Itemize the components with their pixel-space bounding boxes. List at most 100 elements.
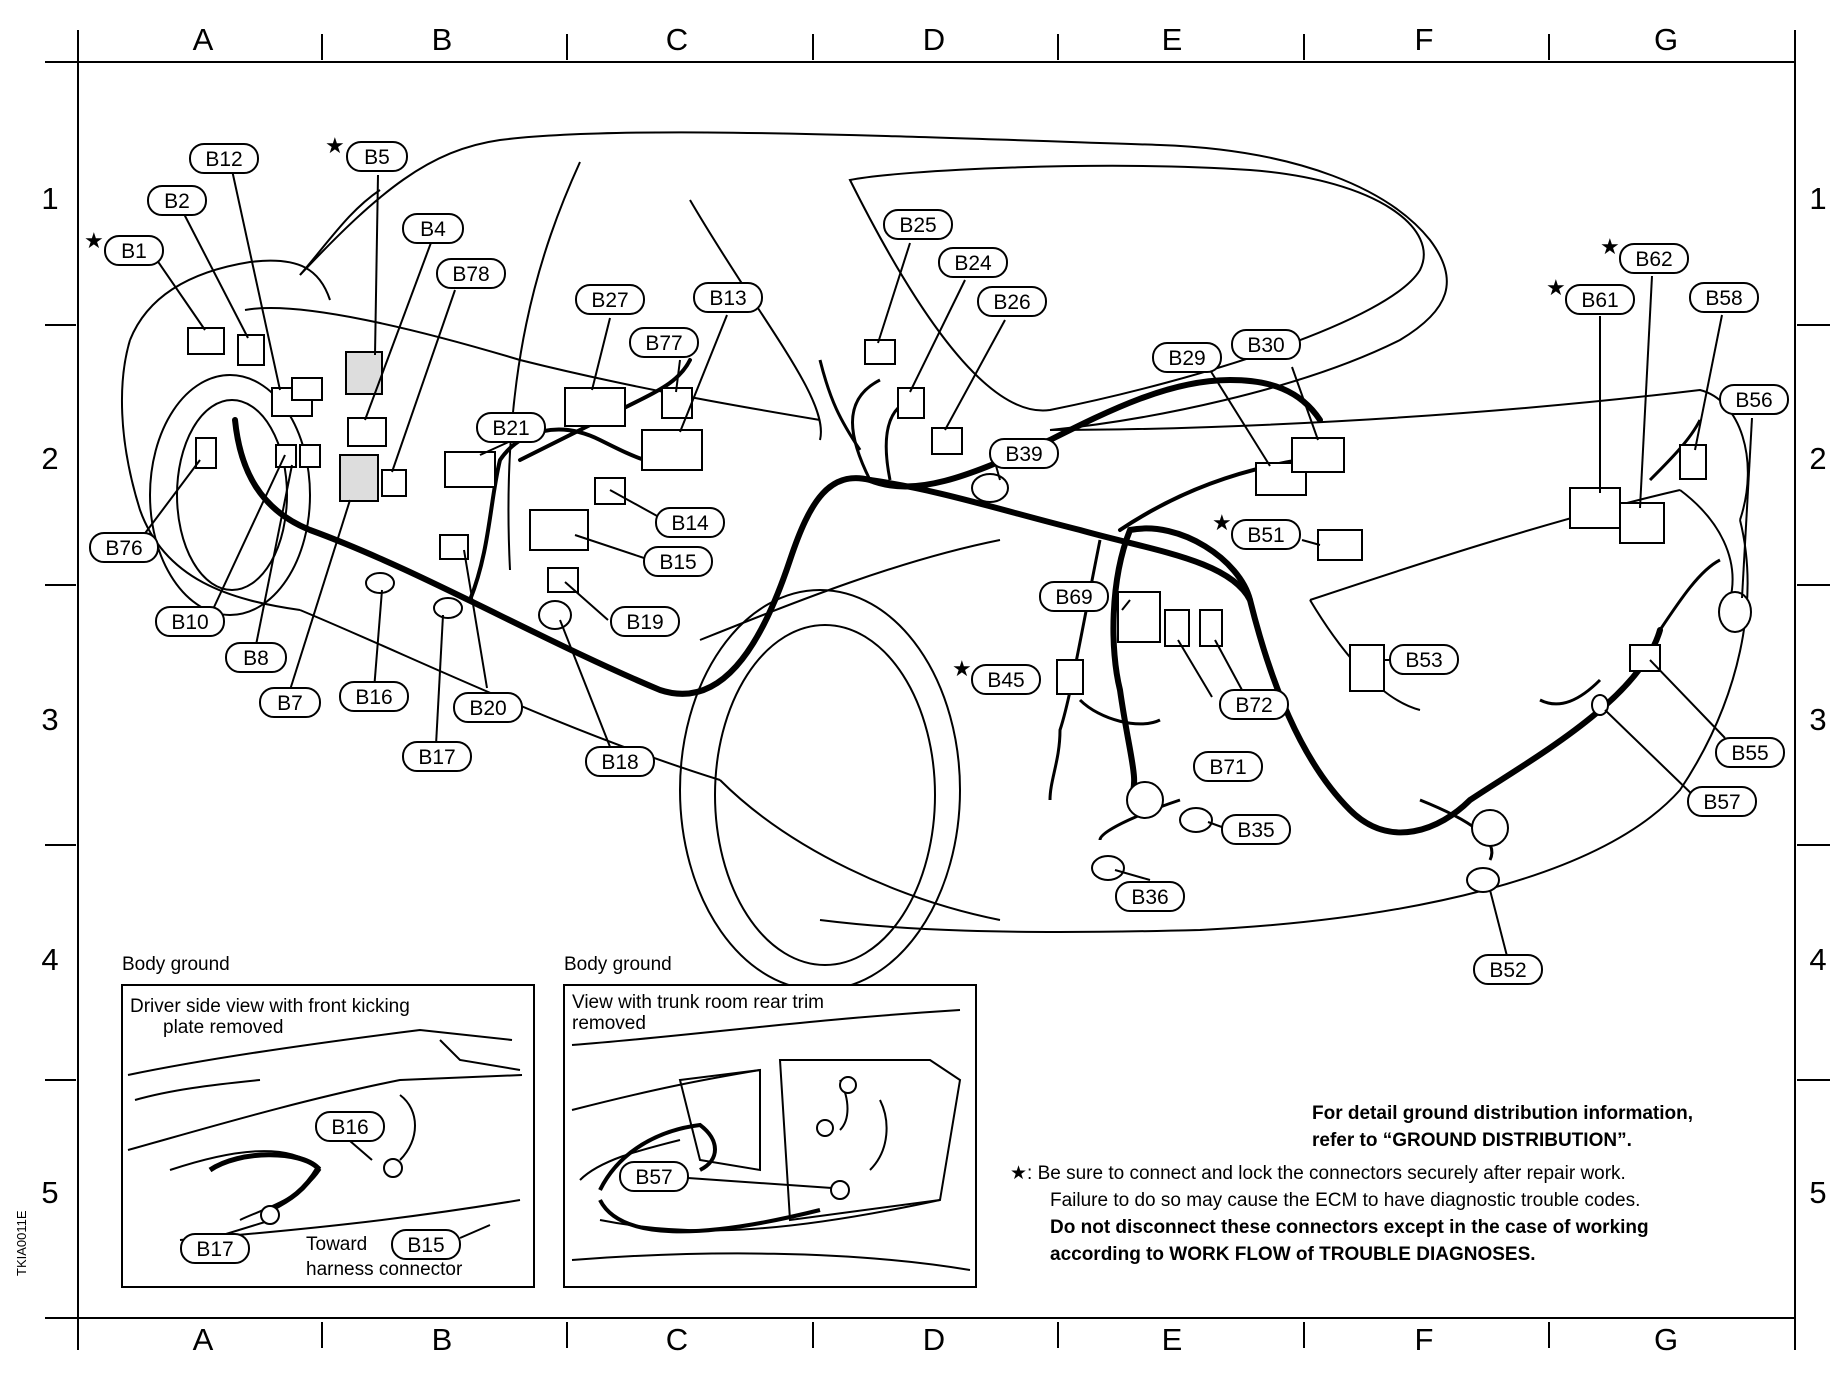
inset-left-connector-b17[interactable]: B17 [180, 1233, 250, 1264]
col-label-bottom-e: E [1162, 1322, 1183, 1357]
connector-b36[interactable]: B36 [1115, 881, 1185, 912]
svg-text:B7: B7 [277, 692, 303, 715]
col-label-top-b: B [432, 22, 453, 57]
svg-text:B4: B4 [420, 218, 446, 241]
connector-b1[interactable]: B1 [104, 235, 164, 266]
row-label-right-3: 3 [1809, 702, 1826, 737]
col-label-bottom-f: F [1415, 1322, 1434, 1357]
connector-b76[interactable]: B76 [89, 532, 159, 563]
svg-text:B72: B72 [1235, 694, 1272, 717]
star-b1: ★ [84, 229, 104, 254]
inset-right: Body ground View with trunk room rear tr… [563, 954, 977, 1288]
svg-text:B76: B76 [105, 537, 142, 560]
connector-b51[interactable]: B51 [1231, 519, 1301, 550]
svg-text:B1: B1 [121, 240, 147, 263]
connector-b72[interactable]: B72 [1219, 689, 1289, 720]
connector-b4[interactable]: B4 [402, 213, 464, 244]
connector-b17[interactable]: B17 [402, 741, 472, 772]
svg-text:B56: B56 [1735, 389, 1772, 412]
svg-text:B14: B14 [671, 512, 709, 535]
svg-text:B55: B55 [1731, 742, 1768, 765]
connector-b25[interactable]: B25 [883, 209, 953, 240]
connector-b26[interactable]: B26 [977, 286, 1047, 317]
svg-text:B16: B16 [355, 686, 392, 709]
connector-b56[interactable]: B56 [1719, 384, 1789, 415]
inset-left-connector-b15[interactable]: B15 [391, 1229, 461, 1260]
connector-b16[interactable]: B16 [339, 681, 409, 712]
connector-b13[interactable]: B13 [693, 282, 763, 313]
svg-text:B16: B16 [331, 1116, 368, 1139]
connector-b53[interactable]: B53 [1389, 644, 1459, 675]
connector-b20[interactable]: B20 [453, 692, 523, 723]
connector-b2[interactable]: B2 [147, 185, 207, 216]
connector-b39[interactable]: B39 [989, 438, 1059, 469]
connector-b24[interactable]: B24 [938, 247, 1008, 278]
svg-text:B77: B77 [645, 332, 682, 355]
connector-b21[interactable]: B21 [476, 412, 546, 443]
connector-b71[interactable]: B71 [1193, 751, 1263, 782]
svg-text:B10: B10 [171, 611, 208, 634]
svg-text:B17: B17 [196, 1238, 233, 1261]
connector-b10[interactable]: B10 [155, 606, 225, 637]
connector-b18[interactable]: B18 [585, 746, 655, 777]
connector-b35[interactable]: B35 [1221, 814, 1291, 845]
connector-b14[interactable]: B14 [655, 507, 725, 538]
svg-text:B30: B30 [1247, 334, 1284, 357]
connector-b19[interactable]: B19 [610, 606, 680, 637]
inset-right-caption-1: View with trunk room rear trim [572, 992, 824, 1013]
svg-text:B69: B69 [1055, 586, 1092, 609]
connector-b12[interactable]: B12 [189, 143, 259, 174]
inset-right-heading: Body ground [564, 954, 672, 975]
connector-b62[interactable]: B62 [1619, 243, 1689, 274]
connector-b8[interactable]: B8 [225, 642, 287, 673]
inset-right-connector-b57[interactable]: B57 [619, 1161, 689, 1192]
connector-b27[interactable]: B27 [575, 284, 645, 315]
svg-text:B39: B39 [1005, 443, 1042, 466]
inset-left-heading: Body ground [122, 954, 230, 975]
star-b45: ★ [952, 657, 972, 682]
row-label-right-1: 1 [1809, 181, 1826, 216]
connector-b77[interactable]: B77 [629, 327, 699, 358]
connector-b58[interactable]: B58 [1689, 282, 1759, 313]
connector-b29[interactable]: B29 [1152, 342, 1222, 373]
svg-text:B25: B25 [899, 214, 936, 237]
grid-labels: A B C D E F G A B C D E F G 1 2 3 4 5 1 … [41, 22, 1826, 1357]
svg-text:B18: B18 [601, 751, 638, 774]
row-label-left-2: 2 [41, 441, 58, 476]
inset-left-toward-1: Toward [306, 1234, 367, 1255]
svg-text:B62: B62 [1635, 248, 1672, 271]
svg-text:B15: B15 [407, 1234, 444, 1257]
connector-b52[interactable]: B52 [1473, 954, 1543, 985]
svg-text:B52: B52 [1489, 959, 1526, 982]
inset-left-caption-2: plate removed [163, 1017, 283, 1038]
connector-b69[interactable]: B69 [1039, 581, 1109, 612]
connector-b30[interactable]: B30 [1231, 329, 1301, 360]
notes-star-line-3: Do not disconnect these connectors excep… [1050, 1217, 1649, 1238]
row-label-right-2: 2 [1809, 441, 1826, 476]
notes-star-line-2: Failure to do so may cause the ECM to ha… [1050, 1190, 1641, 1211]
star-b51: ★ [1212, 511, 1232, 536]
svg-text:B5: B5 [364, 146, 390, 169]
inset-left-connector-b16[interactable]: B16 [315, 1111, 385, 1142]
inset-right-caption-2: removed [572, 1013, 646, 1034]
svg-text:B53: B53 [1405, 649, 1442, 672]
connector-b55[interactable]: B55 [1715, 737, 1785, 768]
svg-text:B71: B71 [1209, 756, 1246, 779]
svg-text:B78: B78 [452, 263, 489, 286]
col-label-bottom-a: A [193, 1322, 214, 1357]
svg-text:B45: B45 [987, 669, 1024, 692]
connector-b45[interactable]: B45 [971, 664, 1041, 695]
notes-ground-line-2: refer to “GROUND DISTRIBUTION”. [1312, 1130, 1632, 1151]
connector-b15[interactable]: B15 [643, 546, 713, 577]
connector-b7[interactable]: B7 [259, 687, 321, 718]
svg-text:B27: B27 [591, 289, 628, 312]
svg-text:B57: B57 [1703, 791, 1740, 814]
leader-lines [139, 169, 1753, 961]
inset-left-toward-2: harness connector [306, 1259, 463, 1280]
svg-text:B26: B26 [993, 291, 1030, 314]
connector-b5[interactable]: B5 [346, 141, 408, 172]
connector-b78[interactable]: B78 [436, 258, 506, 289]
connector-b57[interactable]: B57 [1687, 786, 1757, 817]
svg-text:B51: B51 [1247, 524, 1284, 547]
connector-b61[interactable]: B61 [1565, 284, 1635, 315]
